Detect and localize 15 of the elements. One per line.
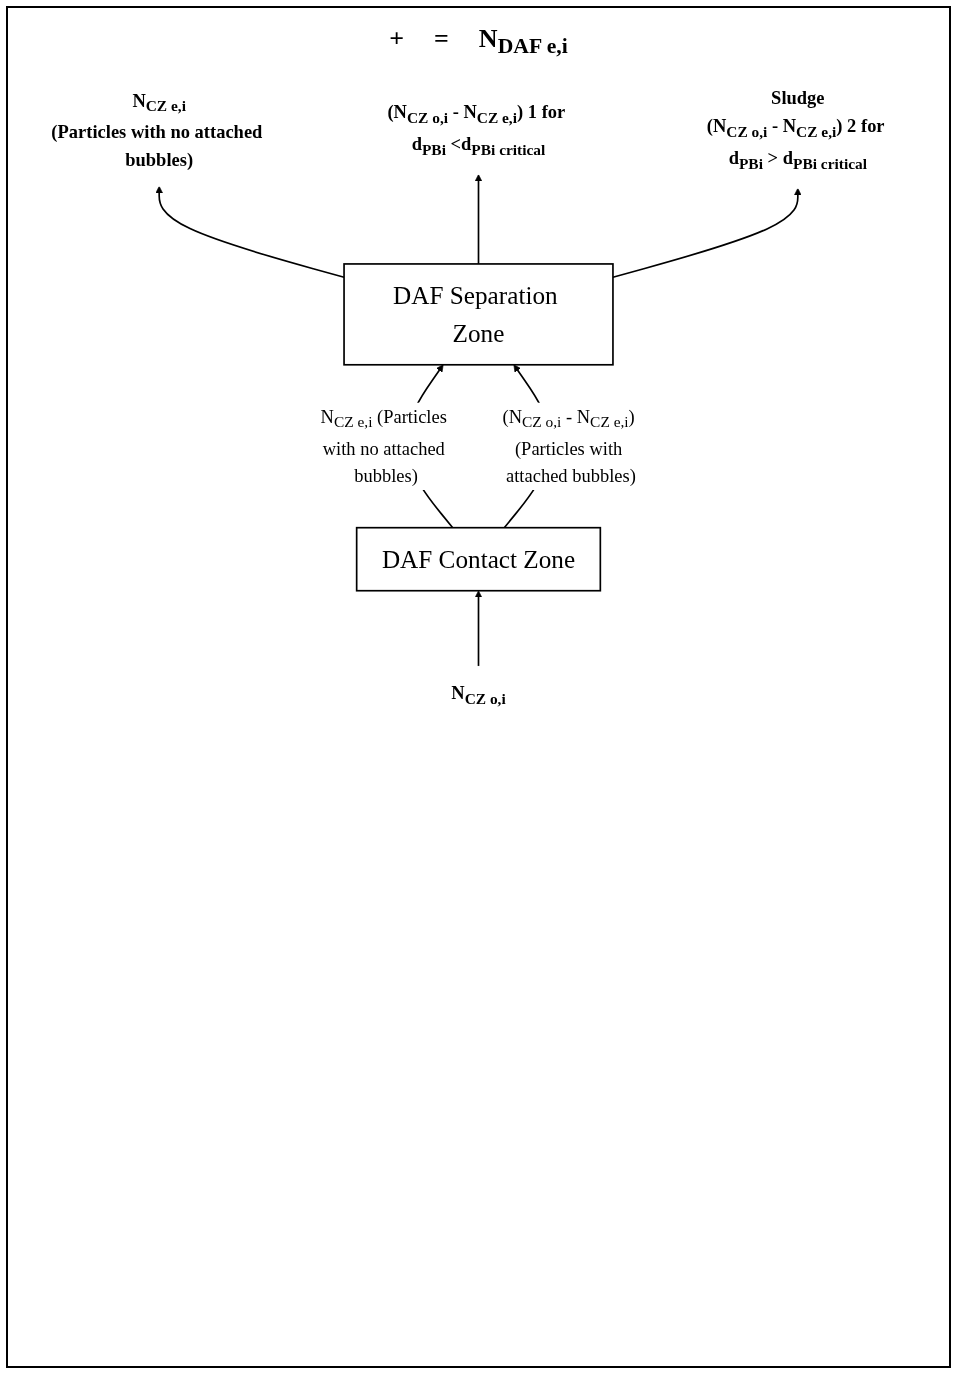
arrow [474, 174, 483, 265]
edge-label: (N$_{CZ o,i}$ - N$_{CZ e,i}$) (Particles with attached bubbles) [502, 406, 636, 487]
arrow [474, 590, 483, 668]
node-text: (N$_{CZ o,i}$ - N$_{CZ e,i}$) 1 for d$_{PBi}$ <d$_{PBi critical}$ [387, 101, 565, 159]
node-text: N$_{CZ e,i}$ (Particles with no attached bubbles) [51, 89, 263, 171]
formula-label: + [389, 24, 404, 55]
node-text: Sludge (N$_{CZ o,i}$ - N$_{CZ e,i}$) 2 for d$_{PBi}$ > d$_{PBi critical}$ [706, 87, 885, 173]
node-box: DAF Contact Zone [355, 527, 602, 592]
node-box: DAF Separation Zone [343, 263, 614, 366]
formula-label: = [434, 24, 449, 55]
arrow [155, 186, 345, 279]
arrow [612, 188, 802, 279]
edge-label: N$_{CZ e,i}$ (Particles with no attached bubbles) [320, 406, 447, 487]
formula-label: N$_{DAF e,i}$ [478, 24, 568, 60]
node-text: N$_{CZ o,i}$ [451, 682, 506, 708]
